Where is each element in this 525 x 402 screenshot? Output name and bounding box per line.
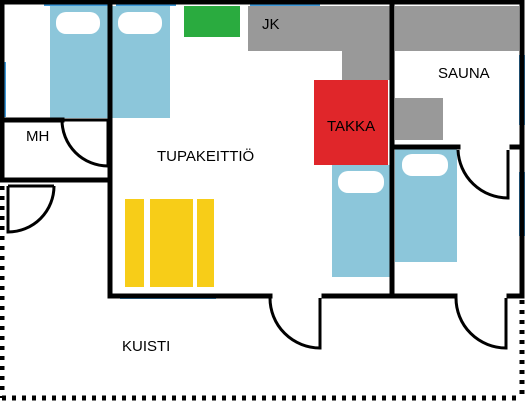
pillow-tupa-left [118, 12, 162, 34]
door-right-porch [454, 297, 508, 350]
porch-outline [0, 186, 525, 401]
label-kuisti: KUISTI [122, 338, 170, 355]
furniture [50, 6, 519, 287]
pillow-mh [56, 12, 100, 34]
walls [0, 0, 525, 299]
door-left-entrance [6, 185, 56, 234]
door-side-room [456, 149, 510, 200]
sauna-stove [395, 98, 443, 140]
doors [6, 118, 510, 350]
kitchen-counter-side [342, 6, 390, 80]
green-cabinet [184, 6, 240, 37]
table-bench-left [125, 199, 144, 287]
label-mh: MH [26, 128, 49, 145]
sauna-counter-top [395, 6, 519, 51]
door-mh [60, 118, 109, 168]
fireplace [314, 80, 388, 165]
table-top [150, 199, 193, 287]
label-sauna: SAUNA [438, 65, 490, 82]
label-jk: JK [262, 16, 280, 33]
table-bench-right [197, 199, 214, 287]
label-takka: TAKKA [327, 118, 375, 135]
label-tupakeittio: TUPAKEITTIÖ [157, 147, 254, 165]
pillow-side-room [402, 154, 448, 176]
door-tupa-porch [268, 297, 322, 350]
pillow-tupa-right [338, 171, 384, 193]
